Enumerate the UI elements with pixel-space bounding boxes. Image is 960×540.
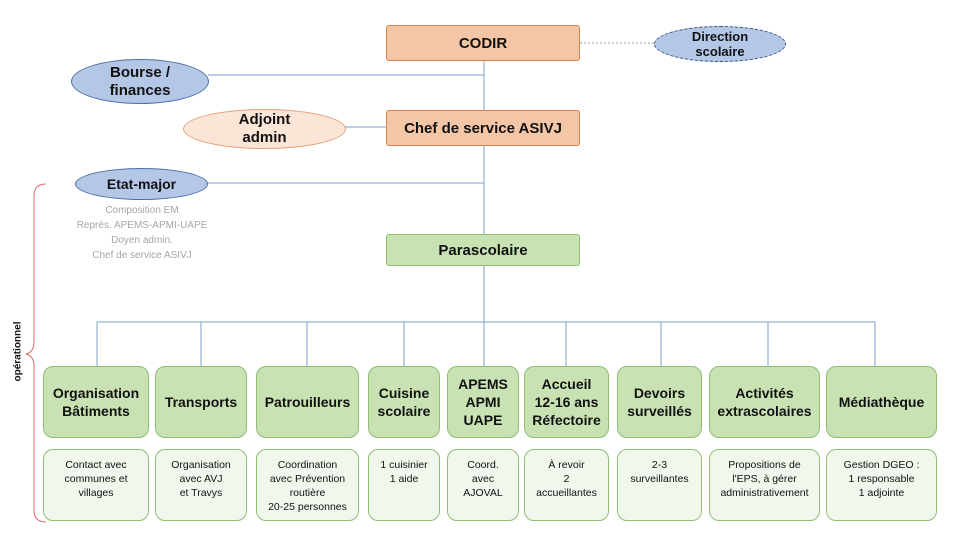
unit-title-transports: Transports bbox=[155, 366, 247, 438]
unit-title-devoirs-surveilles: Devoirs surveillés bbox=[617, 366, 702, 438]
chef-de-service-box: Chef de service ASIVJ bbox=[386, 110, 580, 146]
unit-desc-patrouilleurs: Coordination avec Prévention routière 20… bbox=[256, 449, 359, 521]
unit-desc-accueil: À revoir 2 accueillantes bbox=[524, 449, 609, 521]
unit-desc-mediatheque: Gestion DGEO : 1 responsable 1 adjointe bbox=[826, 449, 937, 521]
unit-title-mediatheque: Médiathèque bbox=[826, 366, 937, 438]
unit-desc-apems: Coord. avec AJOVAL bbox=[447, 449, 519, 521]
unit-desc-organisation-batiments: Contact avec communes et villages bbox=[43, 449, 149, 521]
parascolaire-box: Parascolaire bbox=[386, 234, 580, 266]
unit-title-organisation-batiments: Organisation Bâtiments bbox=[43, 366, 149, 438]
unit-desc-activites-extrascolaires: Propositions de l'EPS, à gérer administr… bbox=[709, 449, 820, 521]
unit-desc-transports: Organisation avec AVJ et Travys bbox=[155, 449, 247, 521]
unit-desc-devoirs-surveilles: 2-3 surveillantes bbox=[617, 449, 702, 521]
etat-major-composition-note: Composition EM Représ. APEMS-APMI-UAPE D… bbox=[76, 205, 208, 261]
etat-major-ellipse: Etat-major bbox=[75, 168, 208, 200]
unit-title-accueil: Accueil 12-16 ans Réfectoire bbox=[524, 366, 609, 438]
unit-title-cuisine-scolaire: Cuisine scolaire bbox=[368, 366, 440, 438]
adjoint-admin-ellipse: Adjoint admin bbox=[183, 109, 346, 149]
codir-box: CODIR bbox=[386, 25, 580, 61]
unit-title-activites-extrascolaires: Activités extrascolaires bbox=[709, 366, 820, 438]
direction-scolaire-ellipse: Direction scolaire bbox=[654, 26, 786, 62]
bourse-finances-ellipse: Bourse / finances bbox=[71, 59, 209, 104]
operationnel-label: opérationnel bbox=[12, 321, 24, 382]
unit-desc-cuisine-scolaire: 1 cuisinier 1 aide bbox=[368, 449, 440, 521]
operational-bracket bbox=[25, 183, 47, 523]
unit-title-apems: APEMS APMI UAPE bbox=[447, 366, 519, 438]
unit-title-patrouilleurs: Patrouilleurs bbox=[256, 366, 359, 438]
